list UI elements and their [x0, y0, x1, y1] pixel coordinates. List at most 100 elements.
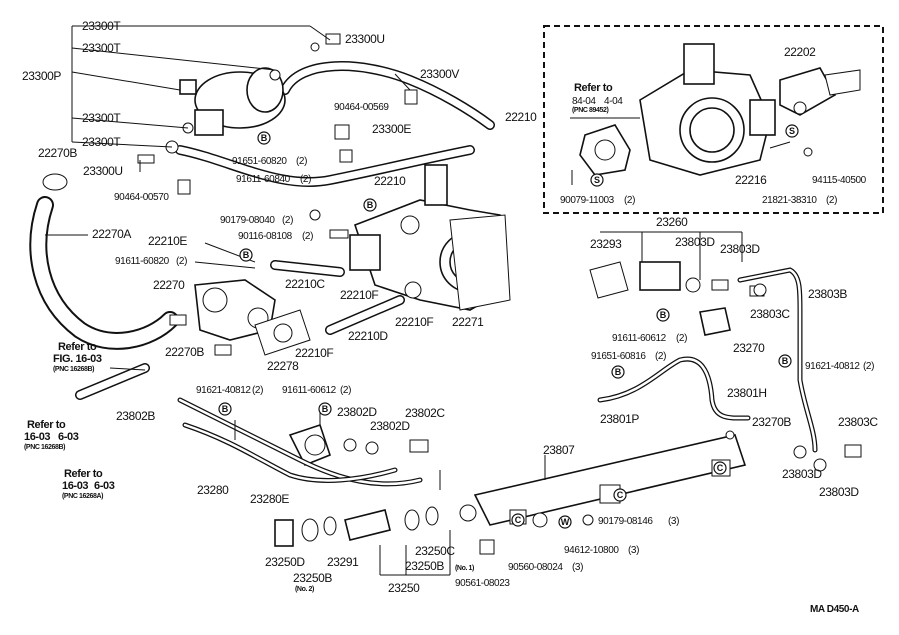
label-90079-11003: 90079-11003	[560, 195, 615, 206]
label-23802d-1: 23802D	[337, 405, 377, 419]
label-23270: 23270	[733, 341, 765, 355]
label-23280: 23280	[197, 483, 229, 497]
label-90179-08146: 90179-08146	[598, 516, 653, 527]
label-91651-60816: 91651-60816	[591, 351, 646, 362]
qty-21821-38310: (2)	[826, 195, 837, 206]
label-90116-08108: 90116-08108	[238, 231, 293, 242]
label-23270b: 23270B	[752, 415, 791, 429]
pressure-regulator-23280	[288, 423, 331, 467]
qty-91651-60820: (2)	[296, 156, 307, 167]
qty-91621-40812-r: (2)	[863, 361, 874, 372]
label-23250b-1: 23250B	[293, 571, 332, 585]
svg-text:B: B	[243, 250, 250, 260]
refer2-a: Refer to	[27, 419, 66, 431]
refer2-c: 6-03	[58, 431, 79, 443]
pipe-refer-16-03	[75, 363, 150, 400]
label-23300t-3: 23300T	[82, 111, 121, 125]
label-22278: 22278	[267, 359, 299, 373]
qty-23250b: (No. 2)	[295, 586, 314, 593]
label-23802d-2: 23802D	[370, 419, 410, 433]
reference-symbols: B B B B B B B B S S W C C C	[218, 124, 799, 529]
label-23280e: 23280E	[250, 492, 289, 506]
svg-text:B: B	[660, 310, 667, 320]
refer1-pnc: (PNC 16268B)	[53, 366, 94, 373]
qty-91621-40812-l: (2)	[252, 385, 263, 396]
qty-90116-08108: (2)	[302, 231, 313, 242]
svg-text:W: W	[561, 517, 570, 527]
label-23801h: 23801H	[727, 386, 767, 400]
label-21821-38310: 21821-38310	[762, 195, 817, 206]
refer3-b: 16-03	[62, 480, 88, 492]
fuel-pipe-23803b	[737, 267, 818, 453]
label-22270: 22270	[153, 278, 185, 292]
symbol-b-1: B	[257, 131, 271, 145]
refer1-b: FIG. 16-03	[53, 353, 102, 365]
vsv-23300	[137, 33, 341, 164]
symbol-c-1: C	[613, 488, 627, 502]
label-23807: 23807	[543, 443, 575, 457]
label-90561-08023: 90561-08023	[455, 578, 510, 589]
qty-90561-08023: (No. 1)	[455, 565, 474, 572]
vapor-hose-23300v	[280, 61, 495, 130]
gasket-22271	[449, 214, 511, 311]
detail-inset-box	[543, 25, 884, 214]
svg-text:B: B	[222, 404, 229, 414]
gasket-22278	[254, 309, 311, 356]
label-22210f-3: 22210F	[295, 346, 333, 360]
label-23250d: 23250D	[265, 555, 305, 569]
svg-text:C: C	[617, 490, 624, 500]
label-91621-40812-r: 91621-40812	[805, 361, 860, 372]
refer3-pnc: (PNC 16268A)	[62, 493, 103, 500]
label-23300u-1: 23300U	[345, 32, 385, 46]
label-23803d-3: 23803D	[782, 467, 822, 481]
inset-throttle-body	[639, 43, 776, 176]
svg-text:B: B	[367, 200, 374, 210]
label-23300t-2: 23300T	[82, 41, 121, 55]
label-22210f-2: 22210F	[395, 315, 433, 329]
symbol-b-7: B	[611, 365, 625, 379]
hose-22210c	[270, 260, 345, 277]
refer-box-title: Refer to	[574, 82, 613, 94]
label-90179-08040: 90179-08040	[220, 215, 275, 226]
label-22210d: 22210D	[348, 329, 388, 343]
qty-91611-60612: (2)	[676, 333, 687, 344]
label-22210-main: 22210	[505, 110, 537, 124]
fasteners	[309, 209, 862, 472]
label-91621-40812-l: 91621-40812	[196, 385, 251, 396]
vapor-hose-23300e	[175, 145, 475, 187]
qty-91611-60820: (2)	[176, 256, 187, 267]
label-23802c: 23802C	[405, 406, 445, 420]
qty-91611-60840: (2)	[300, 174, 311, 185]
label-23300p: 23300P	[22, 69, 61, 83]
refer-box-pnc: (PNC 89452)	[572, 107, 609, 114]
qty-91611-60612-l: (2)	[340, 385, 351, 396]
label-22270b-1: 22270B	[38, 146, 77, 160]
label-23300v: 23300V	[420, 67, 459, 81]
label-23801p: 23801P	[600, 412, 639, 426]
label-22270a: 22270A	[92, 227, 131, 241]
label-23300u-2: 23300U	[83, 164, 123, 178]
label-22216: 22216	[735, 173, 767, 187]
symbol-b-6: B	[656, 308, 670, 322]
diagram-code: MA D450-A	[810, 604, 859, 615]
label-91651-60820: 91651-60820	[232, 156, 287, 167]
hose-22210d	[325, 295, 405, 335]
label-23260: 23260	[656, 215, 688, 229]
label-23250c: 23250C	[415, 544, 455, 558]
label-23803d-2: 23803D	[720, 242, 760, 256]
refer1-a: Refer to	[58, 341, 97, 353]
label-22210c: 22210C	[285, 277, 325, 291]
label-90464-00569: 90464-00569	[334, 102, 389, 113]
refer-box-84-04: 84-04	[572, 96, 596, 107]
label-94612-10800: 94612-10800	[564, 545, 619, 556]
symbol-b-3: B	[239, 248, 253, 262]
iac-valve-22270	[169, 279, 276, 356]
qty-90179-08146: (3)	[668, 516, 679, 527]
inset-tps-sensor	[579, 124, 631, 176]
part-labels: 23300T 23300U 23300T 23300P 23300V 23300…	[22, 19, 879, 615]
label-23291: 23291	[327, 555, 359, 569]
svg-text:B: B	[261, 133, 268, 143]
label-22202: 22202	[784, 45, 816, 59]
symbol-b-8: B	[778, 354, 792, 368]
